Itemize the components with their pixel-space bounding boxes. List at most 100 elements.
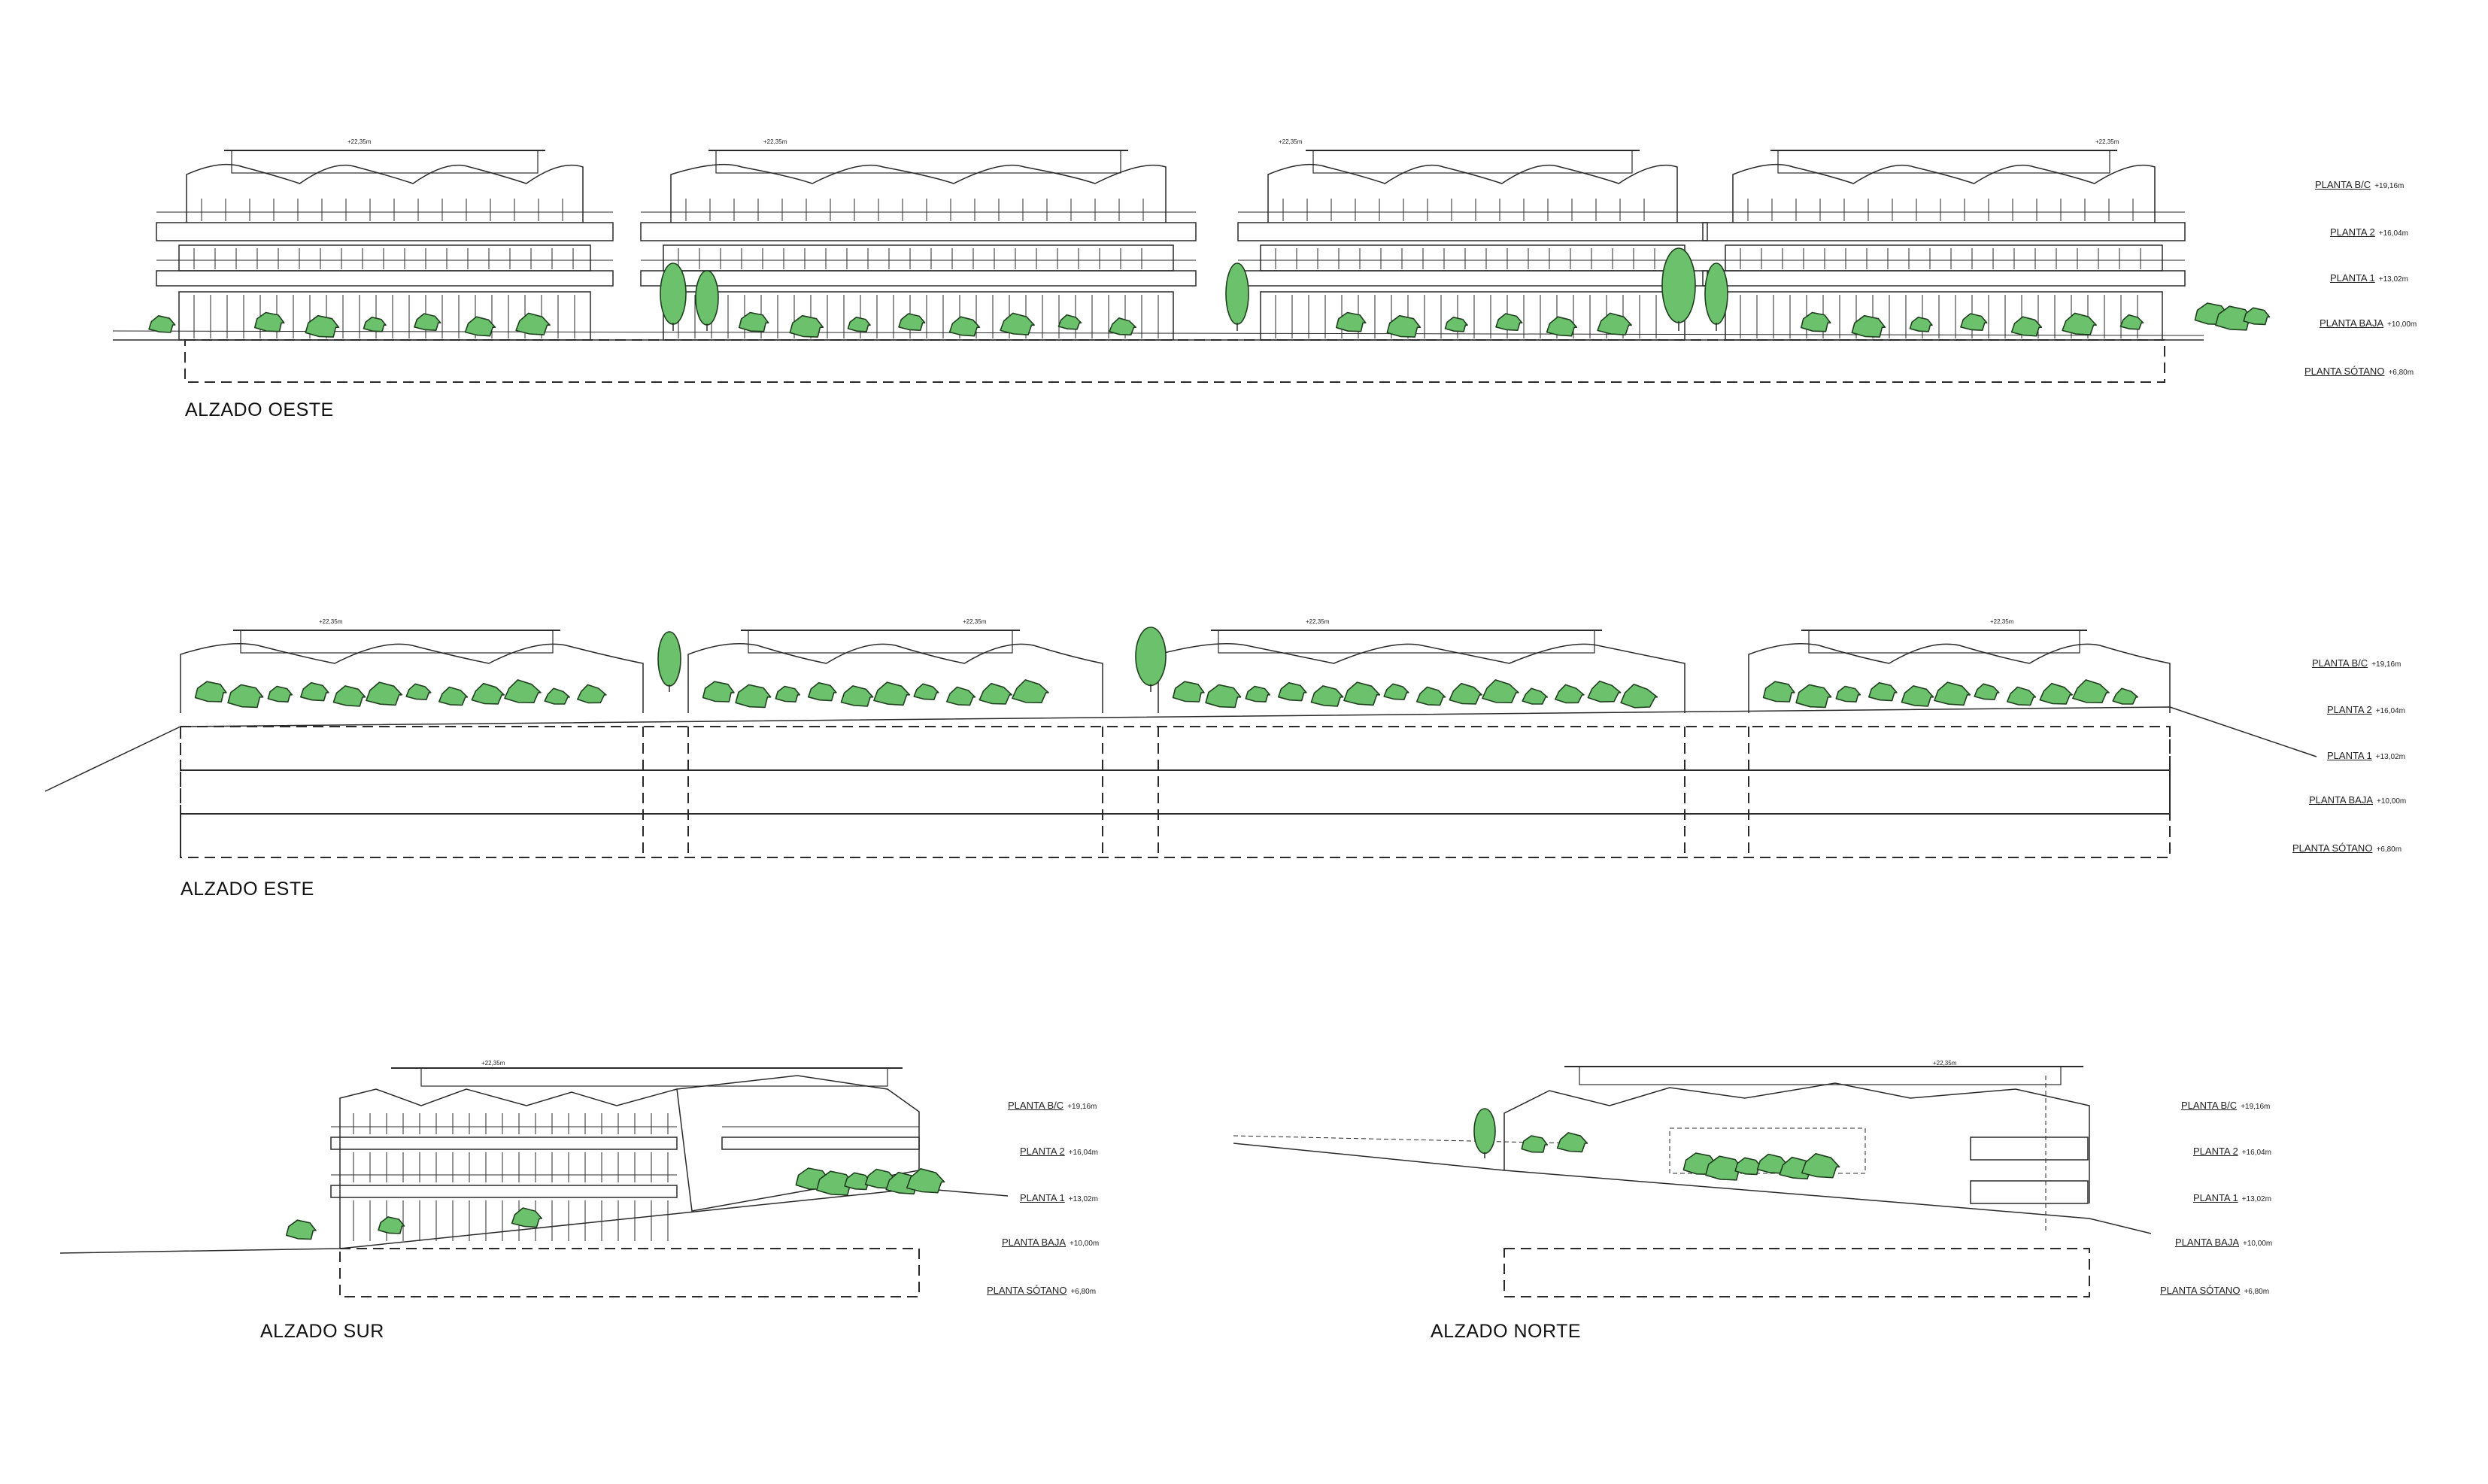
shrub-symbol (898, 313, 926, 331)
shrub-symbol (267, 685, 293, 703)
oeste-top-height-mark-3: +22,35m (1279, 138, 1303, 145)
shrub-symbol (1801, 1153, 1840, 1179)
level-name: PLANTA 1 (1020, 1192, 1065, 1203)
level-name: PLANTA SÓTANO (2304, 366, 2385, 377)
sur-level-bc: PLANTA B/C+19,16m (1008, 1100, 1097, 1111)
oeste-level-2: PLANTA 2+16,04m (2330, 226, 2408, 238)
level-elev: +6,80m (2388, 369, 2414, 377)
shrub-symbol (1546, 316, 1578, 337)
shrub-symbol (739, 311, 769, 332)
level-name: PLANTA B/C (2312, 657, 2368, 669)
undulating-roof-profile (670, 163, 1167, 223)
shrub-symbol (1960, 313, 1988, 331)
este-level-bc: PLANTA B/C+19,16m (2312, 657, 2401, 669)
shrub-symbol (438, 686, 469, 706)
basement-outline (339, 1248, 920, 1297)
level-elev: +16,04m (2241, 1149, 2271, 1157)
level-name: PLANTA 1 (2327, 750, 2372, 761)
tree-symbol (695, 270, 719, 326)
level-name: PLANTA BAJA (2175, 1237, 2240, 1248)
tree-symbol (657, 631, 681, 687)
shrub-symbol (405, 683, 432, 700)
oeste-top-height-mark-1: +22,35m (347, 138, 372, 145)
terrain-line-dashed (1233, 1135, 1573, 1144)
shrub-symbol (366, 681, 403, 706)
terrain-line (44, 706, 2317, 792)
sur-level-2: PLANTA 2+16,04m (1020, 1146, 1098, 1157)
first-floor (178, 244, 591, 272)
shrub-symbol (789, 314, 824, 338)
shrub-symbol (2007, 686, 2037, 706)
tree-symbol (1704, 263, 1728, 325)
level-elev: +6,80m (2376, 845, 2402, 854)
roof-pavilion (420, 1067, 888, 1087)
shrub-symbol (2119, 314, 2144, 330)
shrub-symbol (515, 312, 551, 335)
este-level-baja: PLANTA BAJA+10,00m (2309, 794, 2406, 806)
level-name: PLANTA SÓTANO (2160, 1285, 2241, 1296)
level-elev: +6,80m (1070, 1288, 1097, 1296)
ground-floor (663, 291, 1174, 341)
balcony-slab (721, 1137, 920, 1150)
shrub-symbol (148, 315, 176, 333)
shrub-symbol (1522, 687, 1548, 705)
shrub-symbol (1416, 686, 1446, 706)
shrub-symbol (300, 681, 329, 702)
undulating-roof-profile (1748, 642, 2171, 713)
shrub-symbol (1336, 311, 1367, 332)
shrub-symbol (1000, 312, 1035, 335)
shrub-symbol (1901, 685, 1934, 707)
sur-level-baja: PLANTA BAJA+10,00m (1002, 1237, 1099, 1248)
shrub-symbol (378, 1216, 405, 1234)
shrub-symbol (1482, 679, 1519, 703)
norte-level-2: PLANTA 2+16,04m (2193, 1146, 2271, 1157)
level-name: PLANTA B/C (2181, 1100, 2238, 1111)
shrub-symbol (906, 1168, 945, 1194)
shrub-symbol (1762, 681, 1795, 703)
building-outline (1503, 1082, 2090, 1203)
tree-symbol (1661, 247, 1696, 323)
shrub-symbol (702, 681, 735, 703)
shrub-symbol (194, 681, 227, 703)
undulating-roof-profile (687, 642, 1103, 713)
shrub-symbol (1587, 680, 1622, 703)
title-alzado-norte: ALZADO NORTE (1431, 1321, 1582, 1342)
oeste-level-1: PLANTA 1+13,02m (2330, 272, 2408, 284)
balcony-slab (1702, 222, 2186, 241)
shrub-symbol (471, 682, 505, 705)
level-elev: +10,00m (1070, 1240, 1100, 1248)
shrub-symbol (2072, 679, 2110, 703)
ground-floor (178, 291, 591, 341)
oeste-level-bc: PLANTA B/C+19,16m (2315, 179, 2404, 190)
shrub-symbol (2243, 307, 2271, 326)
shrub-symbol (808, 681, 837, 702)
roof-pavilion (1579, 1066, 2062, 1085)
shrub-symbol (948, 316, 981, 337)
level-name: PLANTA 2 (1020, 1146, 1065, 1157)
shrub-symbol (1278, 681, 1307, 702)
level-elev: +19,16m (1067, 1103, 1097, 1111)
este-level-2: PLANTA 2+16,04m (2327, 704, 2405, 715)
first-floor (663, 244, 1174, 272)
shrub-symbol (1756, 1153, 1788, 1174)
level-elev: +19,16m (2374, 182, 2405, 190)
shrub-symbol (1449, 682, 1482, 705)
level-elev: +19,16m (2371, 660, 2402, 669)
level-name: PLANTA 2 (2327, 704, 2372, 715)
balcony-slab (1970, 1137, 2089, 1161)
shrub-symbol (1383, 683, 1409, 700)
level-name: PLANTA 2 (2193, 1146, 2238, 1157)
shrub-symbol (1495, 313, 1523, 331)
shrub-symbol (946, 686, 976, 706)
oeste-top-height-mark-4: +22,35m (2095, 138, 2119, 145)
norte-level-bc: PLANTA B/C+19,16m (2181, 1100, 2270, 1111)
balcony-slab (330, 1185, 678, 1198)
este-level-1: PLANTA 1+13,02m (2327, 750, 2405, 761)
este-top-height-mark-4: +22,35m (1990, 618, 2014, 625)
shrub-symbol (464, 316, 496, 337)
level-elev: +6,80m (2244, 1288, 2270, 1296)
alzado-norte-drawing (1233, 1066, 2152, 1297)
shrub-symbol (1909, 317, 1933, 332)
